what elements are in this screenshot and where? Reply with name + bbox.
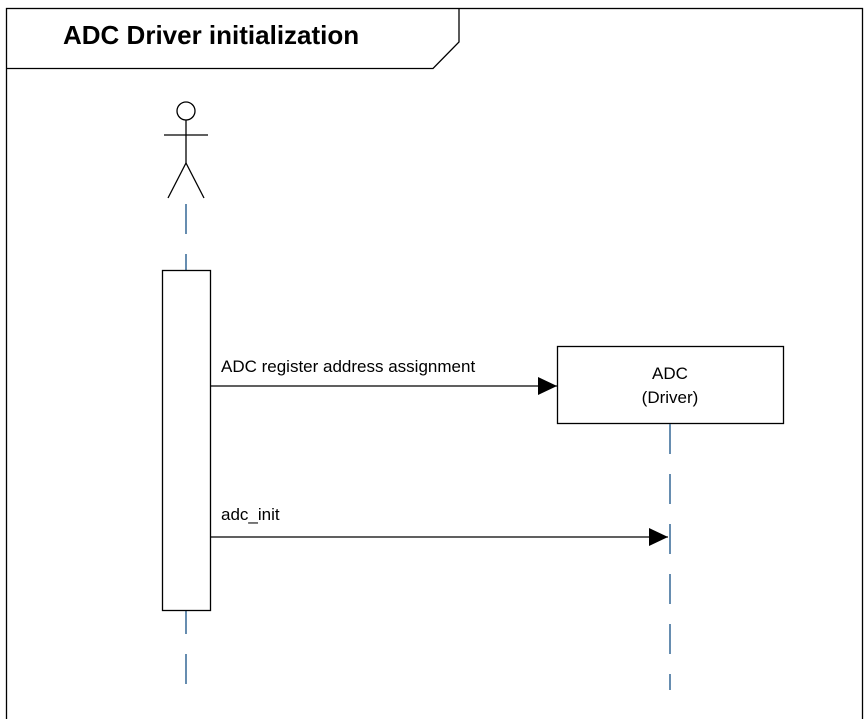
driver-name-line2: (Driver) [642,388,699,407]
driver-name-line1: ADC [652,364,688,383]
message-label-register-assignment: ADC register address assignment [221,357,475,376]
driver-participant-box [556,345,785,425]
frame-title: ADC Driver initialization [63,20,359,50]
actor-activation-bar [161,269,212,612]
message-label-adc-init: adc_init [221,505,280,524]
stick-figure-actor-icon [164,101,208,199]
diagram-frame [5,7,864,719]
frame-title-tab [6,8,460,70]
